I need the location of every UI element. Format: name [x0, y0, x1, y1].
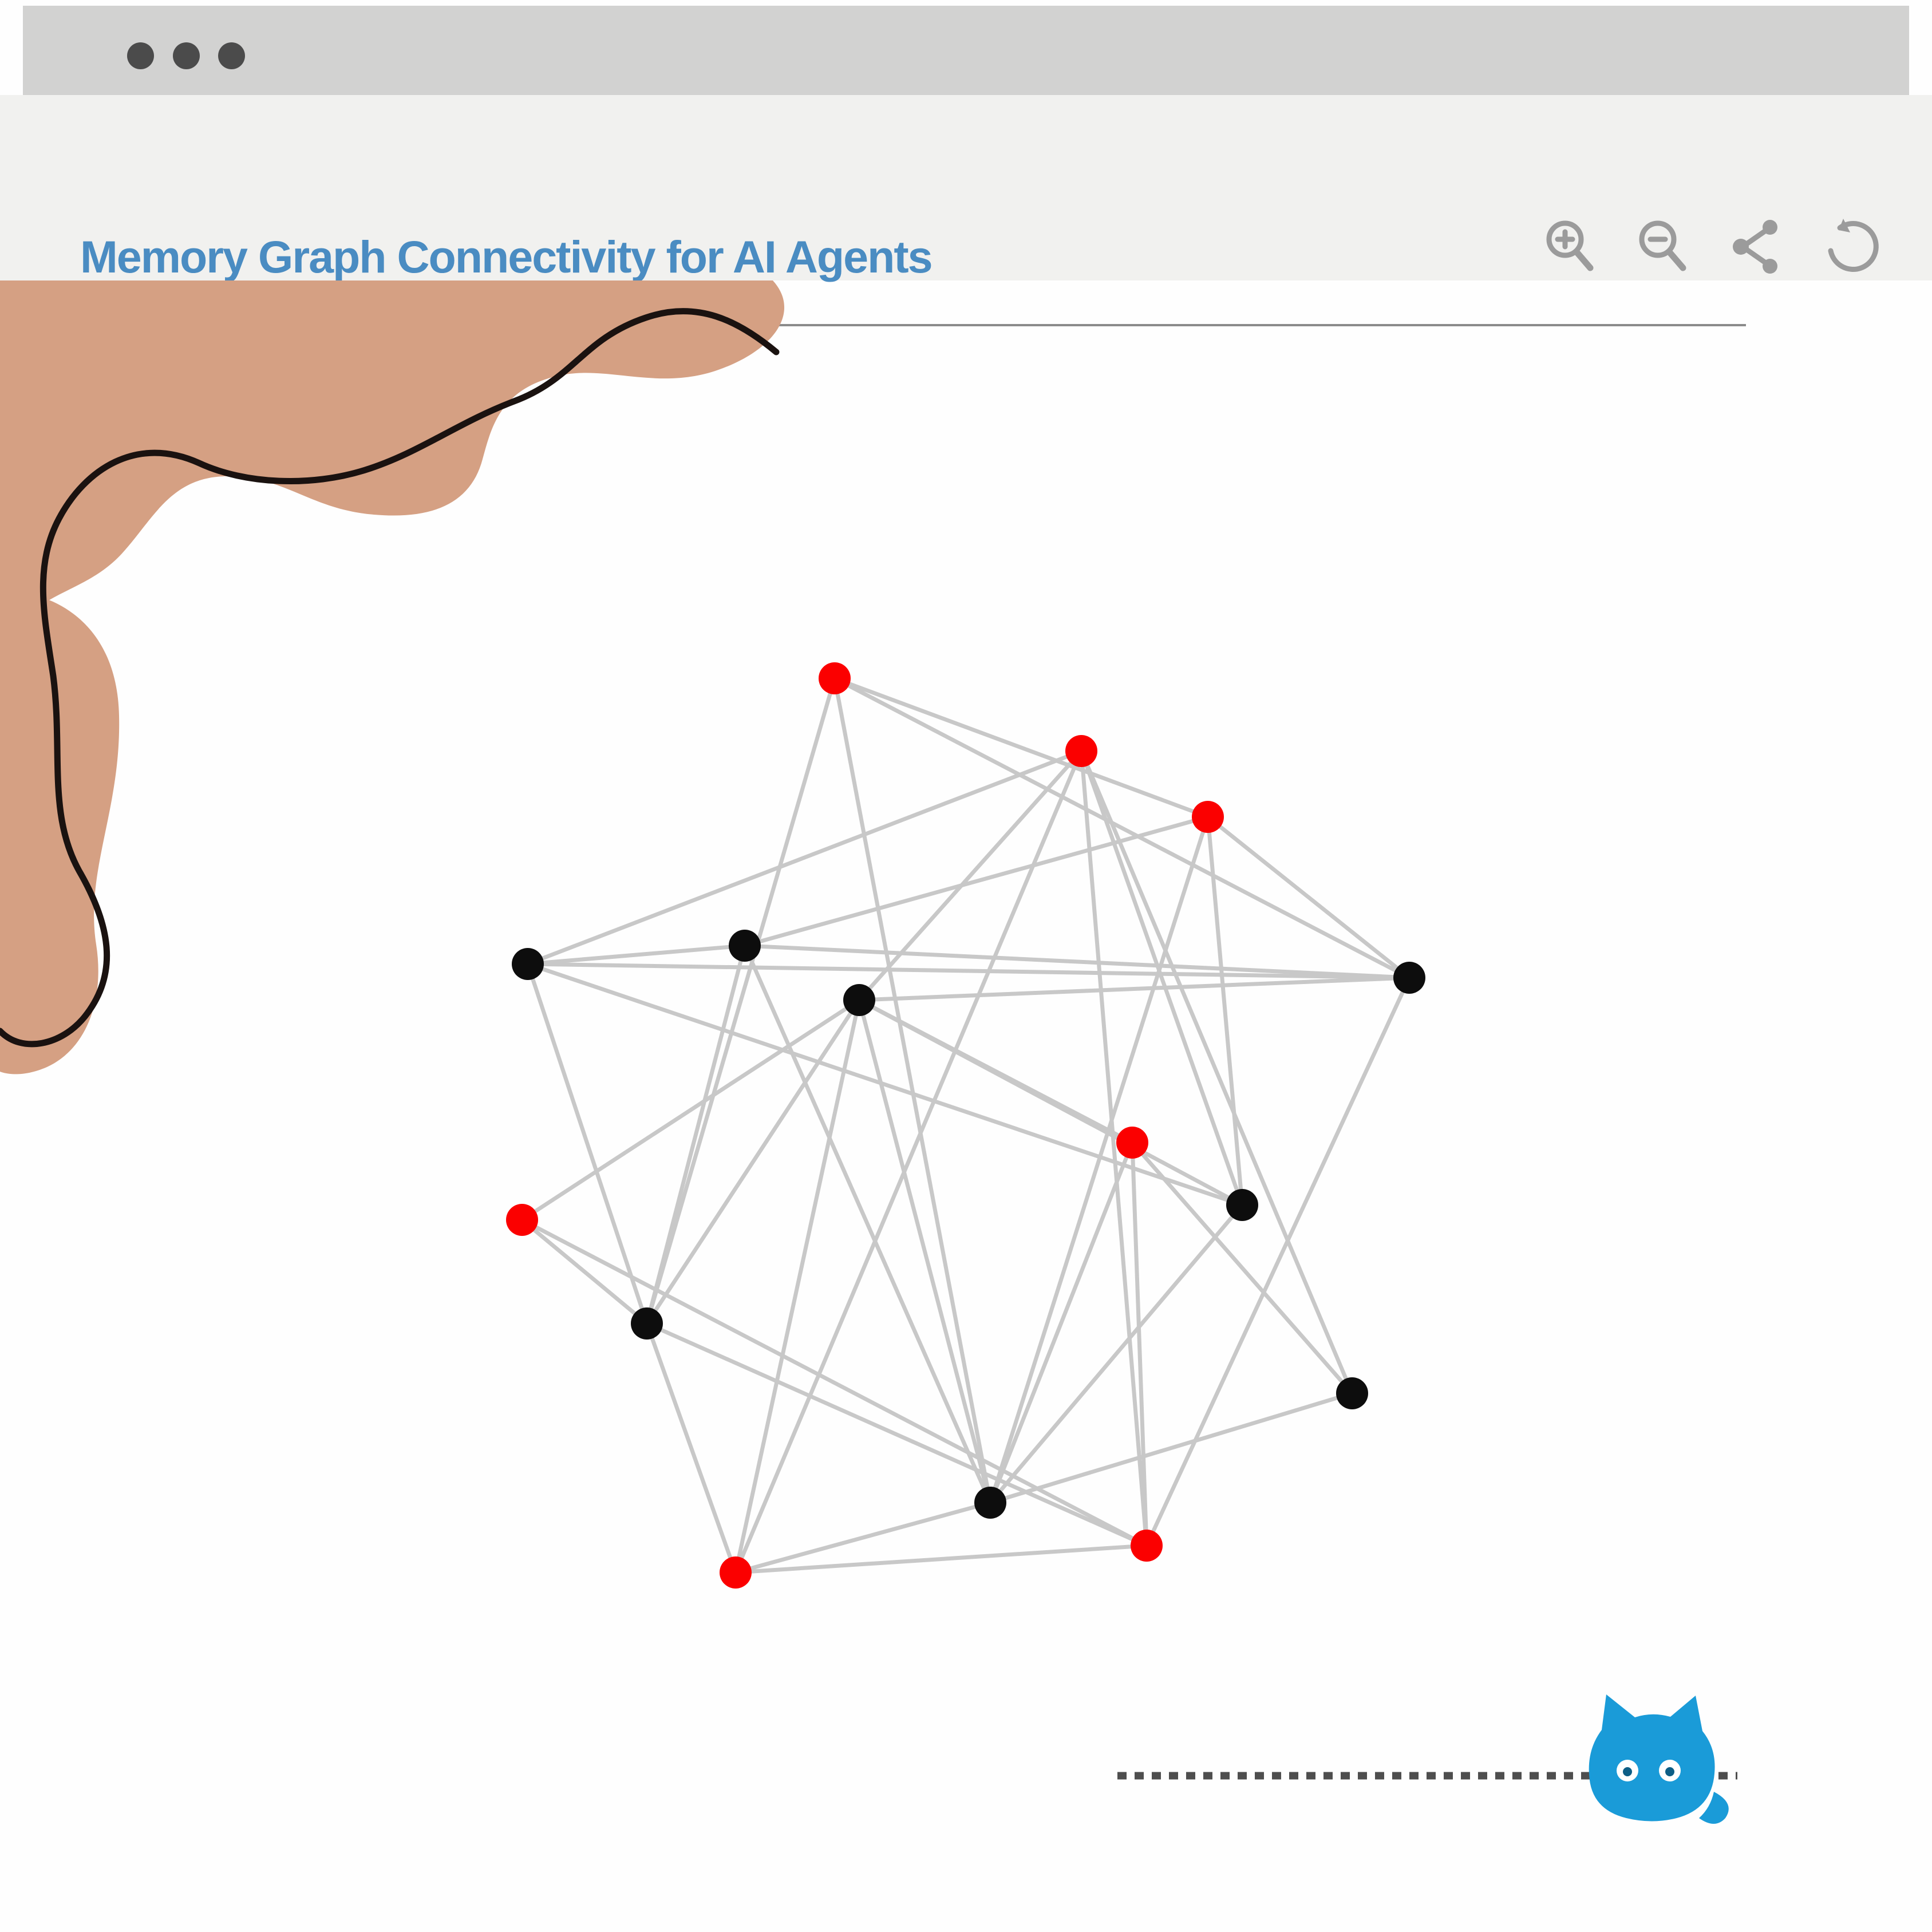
graph-edge: [858, 998, 1243, 1207]
blob-arm-shape: [0, 590, 120, 1074]
graph-edge: [744, 943, 1410, 980]
header-rule: [190, 324, 1746, 326]
graph-node-n4[interactable]: [729, 930, 761, 962]
graph-node-n13[interactable]: [974, 1487, 1006, 1519]
squiggle-line: [0, 308, 780, 1048]
toolbar: [1540, 215, 1912, 284]
window-titlebar: [23, 6, 1909, 95]
graph-edge: [735, 1500, 991, 1575]
graph-edge: [1206, 815, 1411, 979]
graph-edge: [527, 962, 1410, 980]
graph-node-n9[interactable]: [1226, 1189, 1258, 1221]
graph-edge: [526, 963, 649, 1325]
graph-node-n2[interactable]: [1065, 735, 1097, 767]
graph-edge: [989, 1203, 1244, 1504]
graph-edge: [521, 998, 860, 1222]
graph-edge: [521, 1218, 1148, 1548]
graph-node-n11[interactable]: [631, 1307, 663, 1340]
graph-edge: [742, 945, 993, 1504]
graph-edge: [1079, 750, 1149, 1546]
graph-node-n5[interactable]: [512, 948, 544, 980]
share-button[interactable]: [1725, 215, 1788, 278]
graph-edge: [1079, 750, 1244, 1206]
graph-edge: [1206, 816, 1244, 1206]
graph-edge: [1144, 977, 1412, 1547]
page-header: Memory Graph Connectivity for AI Agents …: [0, 95, 1932, 336]
graph-node-n10[interactable]: [506, 1204, 538, 1236]
window-dot-2[interactable]: [173, 42, 200, 69]
graph-edge: [859, 975, 1410, 1002]
graph-node-n14[interactable]: [1131, 1530, 1163, 1562]
graph-edge: [520, 1218, 649, 1325]
graph-edge: [989, 1391, 1353, 1505]
graph-node-n15[interactable]: [720, 1556, 752, 1589]
graph-edge: [1130, 1142, 1149, 1546]
share-icon: [1733, 220, 1777, 274]
graph-edge: [988, 1141, 1135, 1504]
window-dot-1[interactable]: [127, 42, 154, 69]
graph-node-n12[interactable]: [1336, 1377, 1368, 1409]
graph-edge: [645, 1322, 738, 1574]
page-title: Memory Graph Connectivity for AI Agents: [80, 231, 933, 282]
graph-edge: [744, 815, 1208, 948]
blob-shape: [0, 280, 785, 650]
cat-mascot-icon: [1589, 1694, 1729, 1824]
graph-edge: [833, 676, 1411, 980]
graph-edge: [733, 750, 1084, 1574]
graph-edge: [645, 945, 747, 1324]
graph-edge: [858, 749, 1083, 1002]
zoom-out-button[interactable]: [1633, 215, 1696, 278]
graph-edge: [735, 1543, 1147, 1575]
zoom-in-button[interactable]: [1540, 215, 1603, 278]
window-dot-3[interactable]: [218, 42, 245, 69]
zoom-out-icon: [1639, 220, 1686, 271]
graph-node-n6[interactable]: [843, 984, 875, 1016]
refresh-icon: [1828, 219, 1879, 272]
graph-edge: [1131, 1141, 1354, 1395]
zoom-in-icon: [1546, 220, 1594, 271]
graph-edge: [646, 1321, 1148, 1548]
graph-edge: [988, 816, 1210, 1504]
refresh-button[interactable]: [1818, 215, 1881, 278]
graph-node-n7[interactable]: [1393, 962, 1425, 994]
graph-edge: [833, 676, 1209, 819]
graph-edge: [527, 749, 1082, 966]
graph-edge: [1079, 750, 1354, 1394]
graph-edge: [527, 943, 745, 966]
graph-node-n3[interactable]: [1192, 801, 1224, 833]
graph-edge: [645, 678, 837, 1324]
graph-node-n8[interactable]: [1116, 1127, 1148, 1159]
graph-edge: [857, 999, 993, 1503]
graph-node-n1[interactable]: [819, 662, 851, 694]
graph-edge: [832, 678, 993, 1503]
graph-edge: [733, 999, 862, 1573]
graph-edge: [645, 999, 861, 1325]
